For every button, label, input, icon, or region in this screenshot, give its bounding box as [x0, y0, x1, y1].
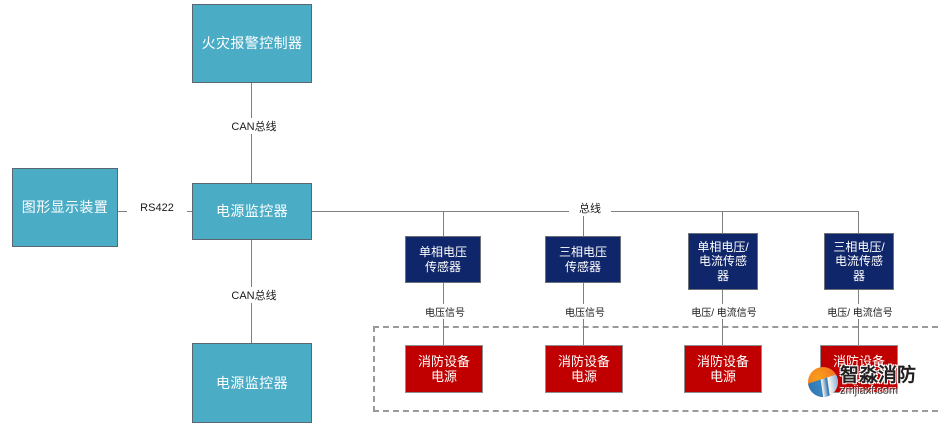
node-label-line-2: 传感器 — [564, 259, 601, 274]
edge-label-rs422: RS422 — [127, 202, 187, 214]
node-sensor-single-phase-voltage[interactable]: 单相电压 传感器 — [405, 236, 481, 283]
connector-bus-to-sensor-3 — [722, 211, 723, 233]
node-label-line-3: 器 — [716, 268, 729, 283]
edge-label-signal-4: 电压/ 电流信号 — [812, 304, 908, 319]
node-label: 消防设备 电源 — [833, 354, 885, 385]
connector-bus-to-sensor-2 — [583, 211, 584, 236]
node-power-monitor-main[interactable]: 电源监控器 — [192, 183, 312, 240]
watermark-text: 智淼消防 zmjiaxf.com — [840, 366, 916, 397]
node-label: 三相电压/ 电流传感 器 — [833, 240, 884, 282]
node-label-line-2: 电源 — [709, 369, 736, 384]
node-label: 消防设备 电源 — [558, 354, 610, 385]
node-sensor-three-phase-voltage-current[interactable]: 三相电压/ 电流传感 器 — [824, 233, 894, 290]
node-label: 消防设备 电源 — [697, 354, 749, 385]
node-label-line-2: 电流传感 — [698, 254, 747, 269]
node-power-monitor-second[interactable]: 电源监控器 — [192, 343, 312, 423]
node-fire-equipment-power-3[interactable]: 消防设备 电源 — [684, 345, 762, 393]
node-label: 图形显示装置 — [21, 199, 109, 216]
power-supply-group-frame — [373, 326, 942, 412]
node-label-line-1: 消防设备 — [696, 353, 749, 369]
zm-wave-logo-icon — [808, 366, 838, 397]
node-label-line-2: 电流传感 — [834, 254, 883, 269]
edge-label-can-bus-bottom: CAN总线 — [211, 287, 297, 303]
node-label-line-1: 消防设备 — [832, 353, 885, 369]
node-label-line-3: 器 — [852, 268, 865, 283]
watermark: 智淼消防 zmjiaxf.com — [808, 366, 916, 397]
node-fire-alarm-controller[interactable]: 火灾报警控制器 — [192, 4, 312, 83]
node-label-line-2: 电源 — [845, 369, 872, 384]
node-label-line-1: 单相电压/ — [697, 240, 749, 255]
node-label: 火灾报警控制器 — [201, 35, 303, 52]
edge-label-signal-1: 电压信号 — [410, 304, 480, 319]
connector-bus-to-sensor-1 — [443, 211, 444, 236]
node-label: 消防设备 电源 — [418, 354, 470, 385]
node-label-line-1: 消防设备 — [557, 353, 610, 369]
node-label: 三相电压 传感器 — [559, 245, 607, 273]
node-label: 电源监控器 — [216, 203, 288, 220]
node-graphic-display-device[interactable]: 图形显示装置 — [12, 168, 118, 247]
node-label-line-1: 消防设备 — [417, 353, 470, 369]
node-fire-equipment-power-1[interactable]: 消防设备 电源 — [405, 345, 483, 393]
node-sensor-three-phase-voltage[interactable]: 三相电压 传感器 — [545, 236, 621, 283]
edge-label-signal-2: 电压信号 — [550, 304, 620, 319]
node-label: 电源监控器 — [216, 374, 288, 391]
edge-label-bus: 总线 — [569, 200, 611, 216]
node-label: 单相电压/ 电流传感 器 — [697, 240, 748, 282]
node-fire-equipment-power-2[interactable]: 消防设备 电源 — [545, 345, 623, 393]
node-label: 单相电压 传感器 — [419, 245, 467, 273]
node-label-line-1: 单相电压 — [418, 245, 467, 260]
node-sensor-single-phase-voltage-current[interactable]: 单相电压/ 电流传感 器 — [688, 233, 758, 290]
node-label-line-1: 三相电压 — [558, 245, 607, 260]
node-label-line-2: 传感器 — [424, 259, 461, 274]
node-fire-equipment-power-4[interactable]: 消防设备 电源 — [820, 345, 898, 393]
node-label-line-2: 电源 — [570, 369, 597, 384]
connector-bus-to-sensor-4 — [858, 211, 859, 233]
watermark-url: zmjiaxf.com — [840, 385, 899, 397]
node-label-line-2: 电源 — [430, 369, 457, 384]
node-label-line-1: 三相电压/ — [833, 240, 885, 255]
edge-label-can-bus-top: CAN总线 — [211, 118, 297, 134]
edge-label-signal-3: 电压/ 电流信号 — [676, 304, 772, 319]
watermark-title: 智淼消防 — [840, 365, 917, 386]
